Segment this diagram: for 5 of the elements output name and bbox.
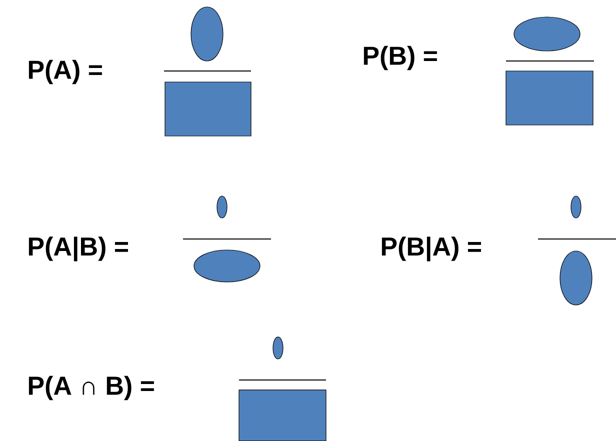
formula-label: P(B) = [364,46,437,70]
formula-label: P(B|A) = [382,236,481,262]
formula-label: P(A) = [28,60,102,84]
formula-label: P(A ∩ B) = [28,376,154,400]
formula-label: P(A|B) = [28,236,128,262]
